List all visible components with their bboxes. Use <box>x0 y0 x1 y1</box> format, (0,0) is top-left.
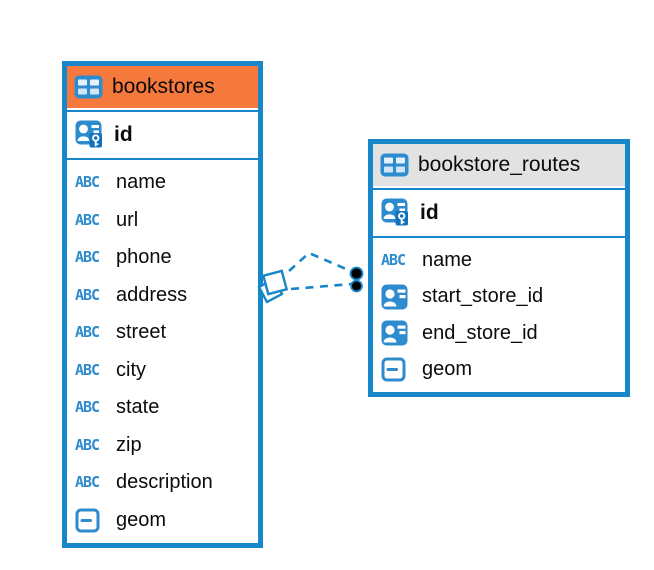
column-row-address[interactable]: ABC address <box>67 277 258 315</box>
pk-name: id <box>420 201 439 224</box>
column-list: ABC name ABC url ABC phone ABC address A… <box>67 162 258 543</box>
column-row-end-store-id[interactable]: end_store_id <box>373 315 625 352</box>
relationship-link-end-store[interactable] <box>290 282 353 291</box>
column-row-street[interactable]: ABC street <box>67 314 258 352</box>
text-type-icon: ABC <box>75 248 100 267</box>
column-name: name <box>422 248 473 271</box>
table-title: bookstores <box>112 75 215 98</box>
column-row-state[interactable]: ABC state <box>67 389 258 427</box>
column-row-name[interactable]: ABC name <box>373 242 625 279</box>
divider <box>373 236 625 238</box>
column-name: geom <box>422 358 473 381</box>
column-name: street <box>116 321 167 344</box>
text-type-icon: ABC <box>381 250 406 269</box>
relationship-dot-anchor[interactable] <box>350 279 363 293</box>
table-bookstores[interactable]: bookstores id ABC <box>62 61 263 548</box>
divider <box>67 110 258 112</box>
relationship-diamond-marker[interactable] <box>257 269 289 304</box>
column-row-geom[interactable]: geom <box>67 502 258 540</box>
text-type-icon: ABC <box>75 323 100 342</box>
table-icon <box>74 75 103 99</box>
column-name: end_store_id <box>422 321 538 344</box>
relationship-link-start-store[interactable] <box>288 251 354 274</box>
column-row-city[interactable]: ABC city <box>67 352 258 390</box>
column-row-zip[interactable]: ABC zip <box>67 427 258 465</box>
divider <box>67 158 258 160</box>
column-name: city <box>116 358 146 381</box>
divider <box>373 188 625 190</box>
column-name: description <box>116 471 213 494</box>
column-name: start_store_id <box>422 285 544 308</box>
column-name: url <box>116 208 139 231</box>
table-header-bookstore-routes[interactable]: bookstore_routes <box>373 144 625 186</box>
column-name: name <box>116 171 167 194</box>
text-type-icon: ABC <box>75 173 100 192</box>
column-name: phone <box>116 246 172 269</box>
geometry-type-icon <box>75 508 108 533</box>
column-row-url[interactable]: ABC url <box>67 202 258 240</box>
column-name: zip <box>116 433 142 456</box>
text-type-icon: ABC <box>75 285 100 304</box>
reference-person-icon <box>381 284 414 310</box>
table-header-bookstores[interactable]: bookstores <box>67 66 258 108</box>
geometry-type-icon <box>381 357 414 382</box>
table-icon <box>380 153 409 177</box>
column-list: ABC name start_store_id <box>373 240 625 392</box>
pk-row-id[interactable]: id <box>67 114 258 156</box>
reference-person-icon <box>381 320 414 346</box>
column-row-name[interactable]: ABC name <box>67 164 258 202</box>
text-type-icon: ABC <box>75 435 100 454</box>
column-row-start-store-id[interactable]: start_store_id <box>373 279 625 316</box>
column-name: state <box>116 396 160 419</box>
column-row-phone[interactable]: ABC phone <box>67 239 258 277</box>
column-name: address <box>116 283 188 306</box>
text-type-icon: ABC <box>75 473 100 492</box>
primary-key-icon <box>381 198 411 229</box>
text-type-icon: ABC <box>75 210 100 229</box>
column-row-geom[interactable]: geom <box>373 352 625 389</box>
column-name: geom <box>116 508 167 531</box>
text-type-icon: ABC <box>75 360 100 379</box>
pk-name: id <box>114 123 133 146</box>
pk-row-id[interactable]: id <box>373 192 625 234</box>
relationship-dot-anchor[interactable] <box>349 266 364 281</box>
primary-key-icon <box>75 120 105 151</box>
table-title: bookstore_routes <box>418 153 581 176</box>
table-bookstore-routes[interactable]: bookstore_routes id <box>368 139 630 397</box>
column-row-description[interactable]: ABC description <box>67 464 258 502</box>
text-type-icon: ABC <box>75 398 100 417</box>
